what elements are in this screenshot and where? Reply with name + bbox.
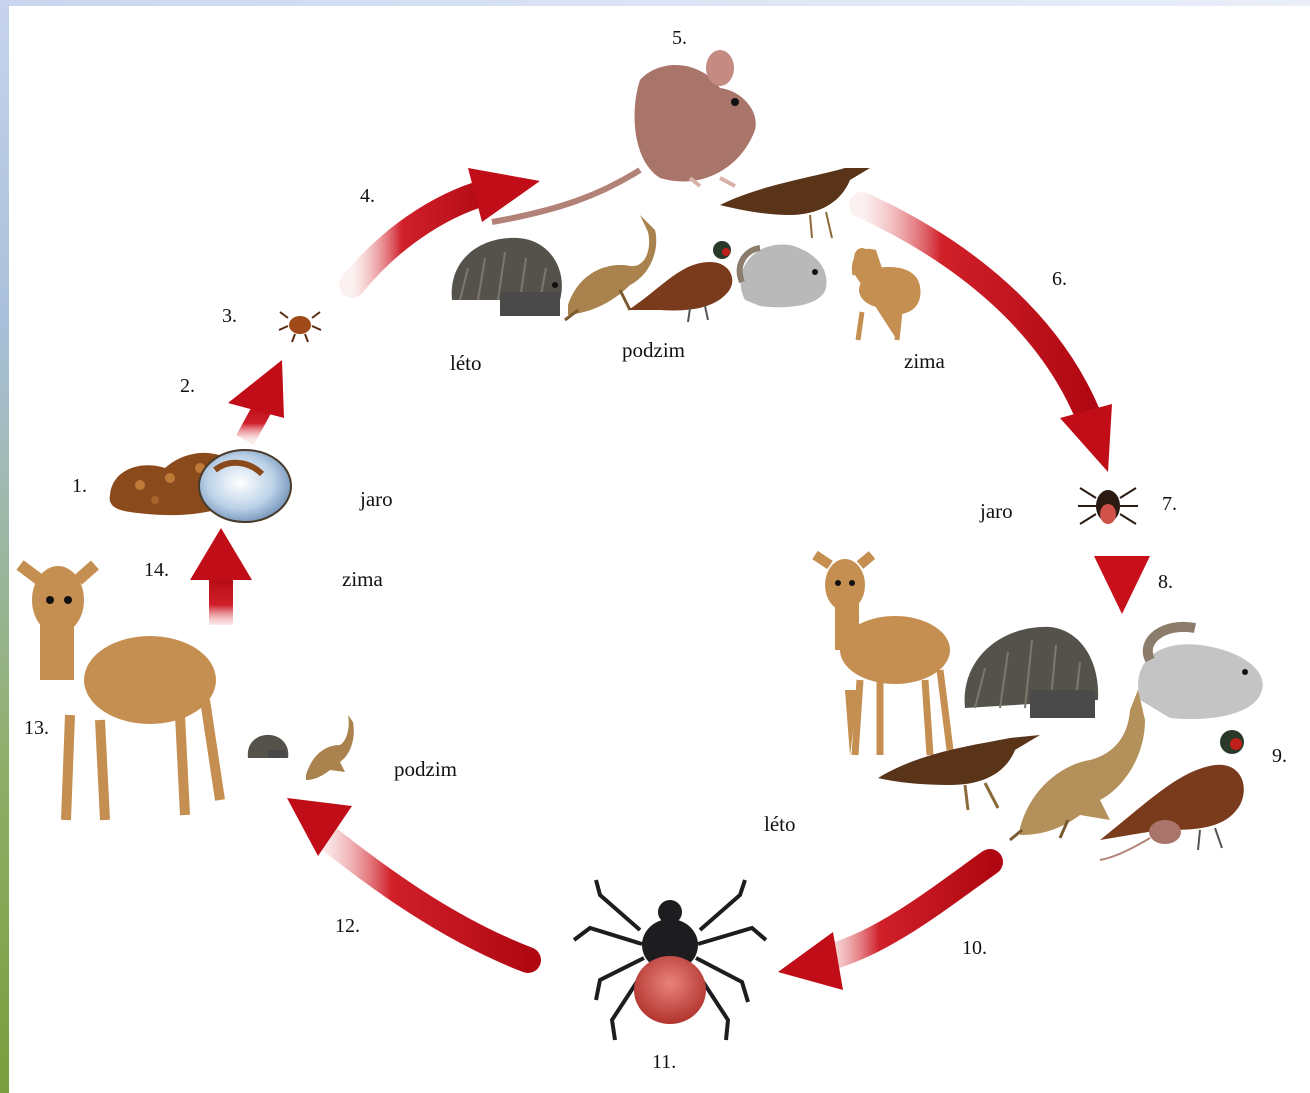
tick-nymph	[1078, 488, 1138, 524]
arrow-8	[1094, 556, 1150, 614]
season-label-jaro-right: jaro	[979, 499, 1013, 523]
step-number-3: 3.	[222, 305, 237, 327]
season-label-podzim-left: podzim	[394, 757, 457, 781]
deer-host-top	[854, 248, 918, 340]
season-label-zima-left: zima	[342, 567, 383, 591]
step-number-8: 8.	[1158, 571, 1173, 593]
step-number-13: 13.	[24, 717, 49, 739]
season-label-podzim-top: podzim	[622, 338, 685, 362]
step-number-6: 6.	[1052, 268, 1067, 290]
hedgehog-host-right	[965, 627, 1099, 718]
thrush-host-top	[720, 168, 870, 238]
arrow-14	[190, 528, 252, 625]
season-label-leto-top: léto	[450, 351, 482, 375]
mouse-host	[492, 50, 756, 222]
step-number-12: 12.	[335, 915, 360, 937]
tick-larva	[279, 312, 321, 342]
hare-host-left	[306, 715, 354, 780]
step-number-14: 14.	[144, 559, 169, 581]
thrush-host-right	[878, 735, 1040, 810]
tick-egg-mass	[110, 450, 291, 522]
step-number-2: 2.	[180, 375, 195, 397]
deer-host-left	[20, 565, 220, 820]
step-number-11: 11.	[652, 1051, 676, 1073]
season-label-leto-bottom: léto	[764, 812, 796, 836]
hedgehog-host-left	[248, 735, 289, 758]
squirrel-host-right	[1138, 627, 1263, 719]
tick-adult	[574, 880, 766, 1040]
squirrel-host-top	[740, 244, 827, 307]
step-number-5: 5.	[672, 27, 687, 49]
season-label-zima-top: zima	[904, 349, 945, 373]
arrow-10	[778, 862, 990, 990]
season-label-jaro-left: jaro	[359, 487, 393, 511]
step-number-10: 10.	[962, 937, 987, 959]
step-number-1: 1.	[72, 475, 87, 497]
deer-host-right	[815, 555, 950, 756]
hedgehog-host-top	[452, 238, 562, 316]
arrow-12	[287, 798, 528, 960]
arrow-2	[228, 360, 284, 440]
pheasant-host-top	[628, 241, 732, 322]
step-number-4: 4.	[360, 185, 375, 207]
step-number-7: 7.	[1162, 493, 1177, 515]
step-number-9: 9.	[1272, 745, 1287, 767]
